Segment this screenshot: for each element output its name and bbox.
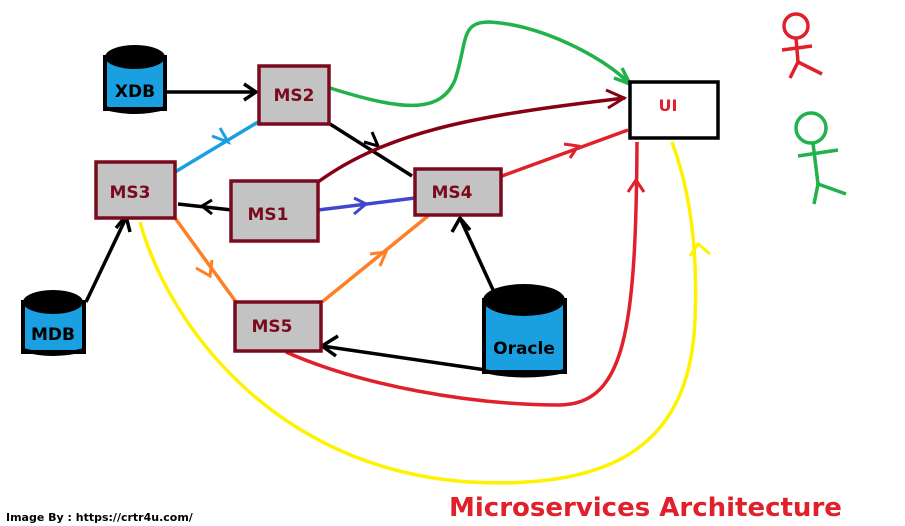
ui-node: UI [628, 80, 720, 140]
database-xdb: XDB [103, 45, 167, 114]
database-oracle-label: Oracle [493, 339, 555, 359]
service-ms4-label: MS4 [432, 183, 473, 203]
database-mdb: MDB [21, 290, 86, 356]
service-ms4: MS4 [413, 167, 503, 217]
service-ms5: MS5 [233, 300, 323, 353]
service-ms5-label: MS5 [252, 317, 293, 337]
edge-ms5-ms4 [320, 214, 430, 304]
service-ms3: MS3 [94, 160, 177, 220]
edge-ms1-ms4 [317, 196, 416, 216]
database-mdb-label: MDB [31, 325, 75, 345]
edge-ms3-ui [138, 141, 711, 485]
edge-ms4-ui [501, 128, 629, 178]
diagram-title: Microservices Architecture [449, 493, 842, 523]
user-figure-red [781, 12, 823, 79]
edge-ms2-ui-green [329, 20, 634, 108]
service-ms2: MS2 [257, 64, 331, 126]
service-ms2-label: MS2 [274, 86, 315, 106]
edge-oracle-ms5 [318, 334, 487, 372]
edge-ms3-ms2 [174, 120, 259, 174]
user-figure-green [794, 111, 847, 205]
edge-xdb-ms2 [165, 82, 260, 102]
edge-ms5-ui [285, 141, 646, 407]
edge-ms3-ms5 [173, 216, 238, 304]
edge-ms1-ms3 [177, 198, 233, 216]
edge-ms1-ui [316, 88, 628, 184]
image-credit: Image By : https://crtr4u.com/ [6, 511, 194, 524]
database-oracle: Oracle [482, 284, 567, 378]
service-ms3-label: MS3 [110, 183, 151, 203]
edge-oracle-ms4 [450, 214, 496, 293]
ui-node-label: UI [659, 96, 678, 115]
service-ms1: MS1 [229, 179, 320, 243]
service-ms1-label: MS1 [248, 205, 289, 225]
database-xdb-label: XDB [115, 82, 155, 102]
edge-mdb-ms3 [84, 212, 132, 303]
